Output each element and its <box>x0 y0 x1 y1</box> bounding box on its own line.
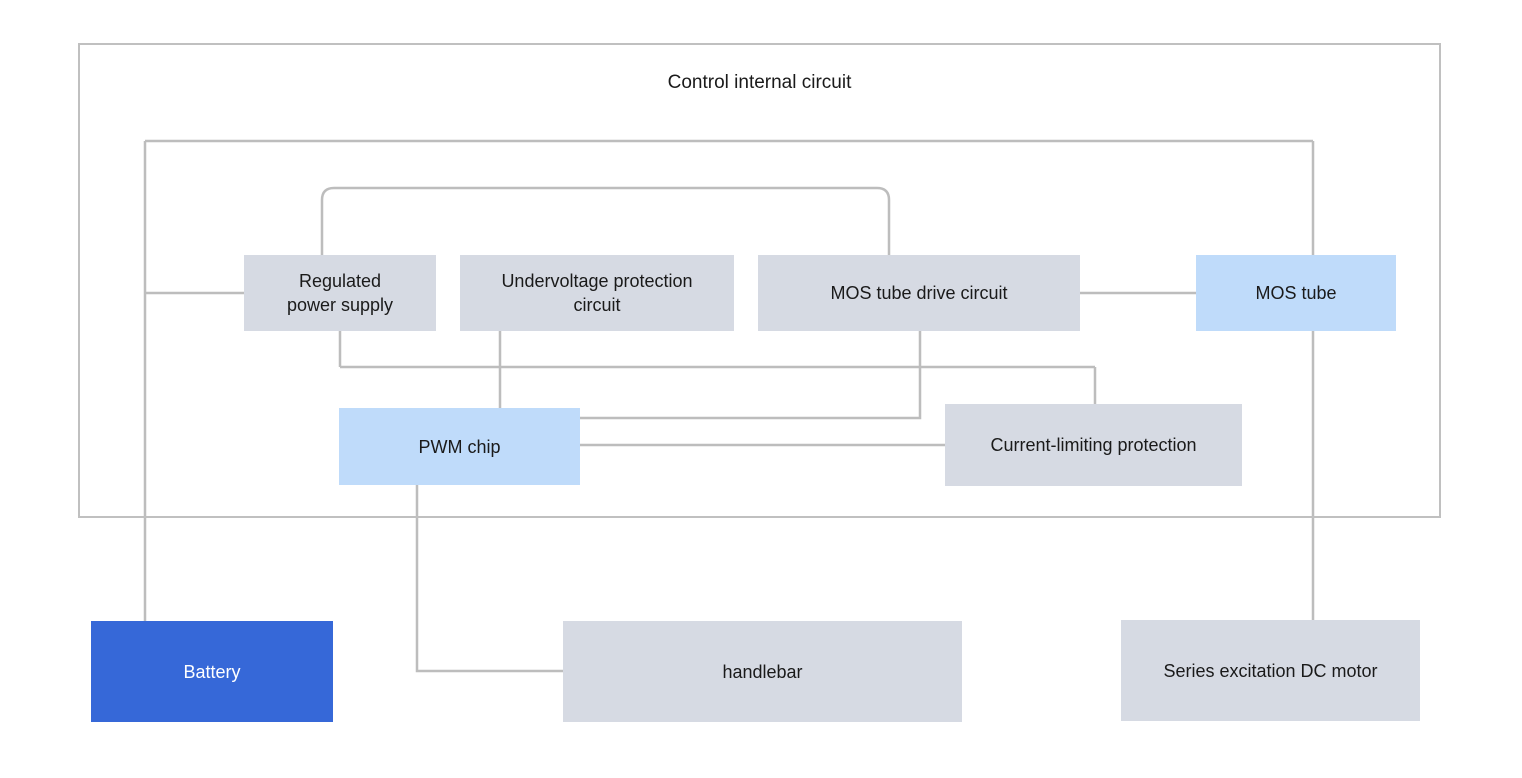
node-label-current-limiting-protection: Current-limiting protection <box>990 435 1197 455</box>
node-mos-tube-drive-circuit[interactable]: MOS tube drive circuit <box>758 255 1080 331</box>
node-current-limiting-protection[interactable]: Current-limiting protection <box>945 404 1242 486</box>
node-battery[interactable]: Battery <box>91 621 333 722</box>
node-pwm-chip[interactable]: PWM chip <box>339 408 580 485</box>
node-label-mos-tube-drive-circuit: MOS tube drive circuit <box>830 283 1008 303</box>
node-series-excitation-dc-motor[interactable]: Series excitation DC motor <box>1121 620 1420 721</box>
node-regulated-power-supply[interactable]: Regulated power supply <box>244 255 436 331</box>
node-undervoltage-protection-circuit[interactable]: Undervoltage protection circuit <box>460 255 734 331</box>
node-label-pwm-chip: PWM chip <box>418 436 501 457</box>
control-internal-circuit-frame <box>78 43 1441 518</box>
node-label-regulated-power-supply: Regulated power supply <box>286 271 394 315</box>
node-mos-tube[interactable]: MOS tube <box>1196 255 1396 331</box>
node-label-series-excitation-dc-motor: Series excitation DC motor <box>1163 660 1378 681</box>
node-label-mos-tube: MOS tube <box>1255 283 1337 303</box>
node-label-undervoltage-protection-circuit: Undervoltage protection circuit <box>501 271 693 315</box>
node-handlebar[interactable]: handlebar <box>563 621 962 722</box>
node-label-battery: Battery <box>183 661 241 682</box>
control-internal-circuit-title: Control internal circuit <box>667 72 852 93</box>
node-label-handlebar: handlebar <box>722 661 803 682</box>
